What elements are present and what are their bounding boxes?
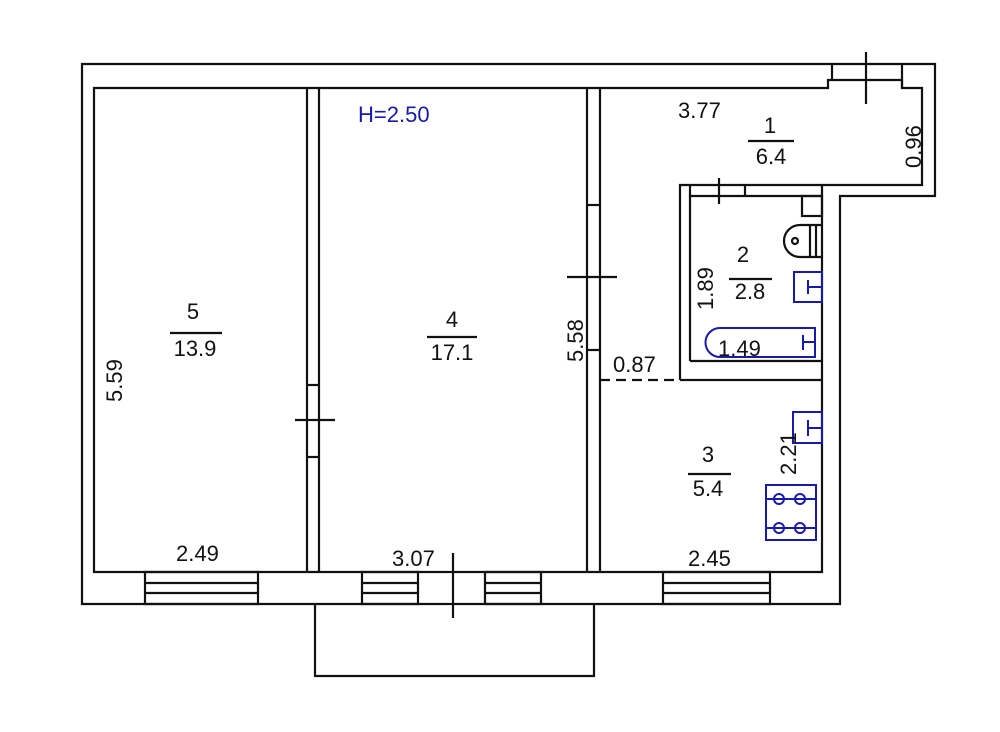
wall-room5-room4 bbox=[295, 88, 335, 572]
dim-room4-width: 3.07 bbox=[392, 546, 435, 571]
dim-corridor-length: 3.77 bbox=[678, 98, 721, 123]
room-3-label: 3 5.4 bbox=[688, 442, 731, 501]
dim-kitchen-height: 2.21 bbox=[776, 432, 801, 475]
room-5-label: 5 13.9 bbox=[170, 299, 222, 361]
dim-kitchen-width: 2.45 bbox=[688, 546, 731, 571]
dim-bath-width: 1.49 bbox=[718, 336, 761, 361]
room-2-label: 2 2.8 bbox=[729, 242, 772, 304]
svg-text:1: 1 bbox=[764, 113, 776, 138]
room-4-label: 4 17.1 bbox=[427, 307, 477, 365]
svg-text:2: 2 bbox=[737, 242, 749, 267]
svg-text:3: 3 bbox=[702, 442, 714, 467]
ceiling-height-label: H=2.50 bbox=[358, 102, 430, 127]
dim-room5-width: 2.49 bbox=[176, 541, 219, 566]
kitchen-sink-icon bbox=[792, 411, 823, 444]
bathroom-walls bbox=[600, 178, 822, 382]
window-room4-left bbox=[360, 570, 420, 606]
bathtub-icon bbox=[704, 327, 816, 358]
wall-room4-corridor bbox=[567, 88, 617, 572]
room-1-label: 1 6.4 bbox=[748, 113, 794, 169]
svg-text:17.1: 17.1 bbox=[431, 340, 474, 365]
svg-text:5: 5 bbox=[187, 299, 199, 324]
outer-wall bbox=[80, 62, 937, 606]
dim-bath-height: 1.89 bbox=[693, 267, 718, 310]
svg-text:5.4: 5.4 bbox=[693, 476, 724, 501]
dim-room5-height: 5.59 bbox=[102, 359, 127, 402]
window-room4-right bbox=[483, 570, 543, 606]
toilet-icon bbox=[782, 194, 824, 259]
dim-room4-height: 5.58 bbox=[563, 319, 588, 362]
svg-text:2.8: 2.8 bbox=[735, 279, 766, 304]
sink-icon bbox=[793, 271, 823, 303]
stove-icon bbox=[765, 484, 817, 541]
dim-kitchen-passage: 0.87 bbox=[613, 352, 656, 377]
svg-text:6.4: 6.4 bbox=[756, 144, 787, 169]
svg-text:13.9: 13.9 bbox=[174, 336, 217, 361]
entrance-door bbox=[830, 52, 904, 104]
window-room5 bbox=[143, 570, 260, 606]
dim-corridor-width: 0.96 bbox=[901, 125, 926, 168]
windows bbox=[143, 553, 772, 618]
window-kitchen bbox=[661, 570, 772, 606]
inner-wall-outline bbox=[92, 78, 924, 574]
svg-text:4: 4 bbox=[446, 307, 458, 332]
balcony bbox=[313, 604, 596, 678]
